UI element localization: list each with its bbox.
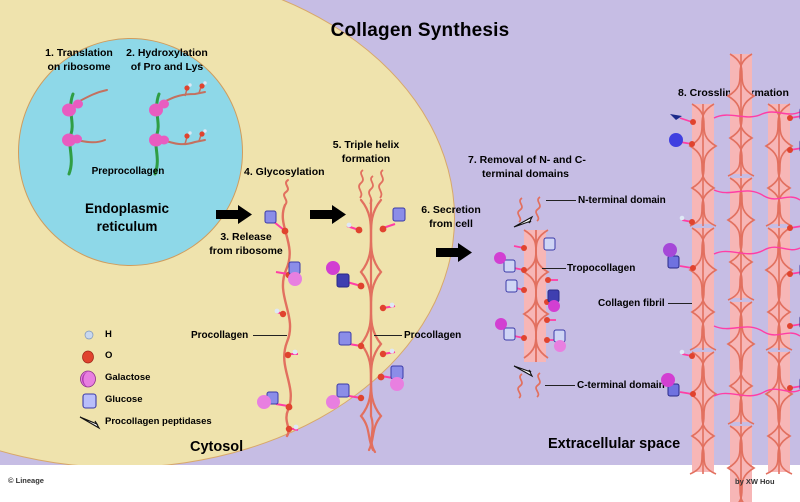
legend-label-glucose: Glucose: [105, 394, 143, 405]
extracellular-space-label: Extracellular space: [548, 436, 681, 452]
tropocollagen-label: Tropocollagen: [567, 263, 636, 274]
tropocollagen-leader: [542, 268, 566, 269]
legend-label-o: O: [105, 350, 113, 361]
step-3-label: 3. Release from ribosome: [209, 231, 283, 258]
cytosol-label: Cytosol: [190, 439, 244, 455]
step-5-label: 5. Triple helix formation: [332, 139, 400, 166]
tropocollagen-graphic: [494, 229, 566, 362]
step-2-label: 2. Hydroxylation of Pro and Lys: [126, 47, 208, 74]
glucose-square-icon: [82, 393, 97, 409]
preprocollagen-label: Preprocollagen: [91, 166, 165, 177]
c-terminal-domain-label: C-terminal domain: [577, 380, 665, 391]
preprocollagen-translation-graphic: [62, 89, 108, 176]
legend-label-galactose: Galactose: [105, 372, 151, 383]
step-6-arrow-icon: [436, 243, 472, 262]
hydrogen-sphere-icon: [84, 330, 94, 340]
page-title: Collagen Synthesis: [330, 20, 510, 41]
n-terminal-domain-label: N-terminal domain: [578, 195, 666, 206]
c-terminal-fragments-graphic: [517, 372, 541, 399]
copyright-notice: © Lineage: [8, 476, 44, 485]
footer-bar: [0, 465, 800, 502]
procollagen-single-strand-graphic: [257, 179, 302, 438]
step-7-label: 7. Removal of N- and C- terminal domains: [468, 154, 586, 181]
legend-label-h: H: [105, 329, 112, 340]
procollagen-peptidase-icon-top: [513, 215, 534, 228]
hydroxylation-graphic: [149, 81, 207, 176]
procollagen-peptidase-icon-bottom: [513, 365, 534, 378]
step-1-label: 1. Translation on ribosome: [45, 47, 113, 74]
collagen-fibril-leader: [668, 303, 698, 304]
endoplasmic-reticulum-label: Endoplasmic reticulum: [84, 201, 170, 235]
n-terminal-leader: [546, 200, 576, 201]
step-6-label: 6. Secretion from cell: [421, 204, 481, 231]
procollagen-right-label: Procollagen: [404, 330, 462, 341]
procollagen-left-leader: [253, 335, 287, 336]
n-terminal-fragments-graphic: [517, 196, 541, 223]
author-credit: by XW Hou: [735, 477, 775, 486]
c-terminal-leader: [545, 385, 575, 386]
step-5-arrow-icon: [310, 205, 346, 224]
triple-helix-graphic: [326, 169, 406, 454]
collagen-fibril-label: Collagen fibril: [598, 298, 665, 309]
collagen-fibril-crosslink-graphic: [661, 53, 800, 502]
galactose-hexagon-icon: [80, 370, 96, 388]
peptidase-wedge-icon: [79, 416, 101, 430]
oxygen-sphere-icon: [82, 350, 94, 364]
procollagen-left-label: Procollagen: [191, 330, 249, 341]
procollagen-right-leader: [374, 335, 402, 336]
legend-label-peptidases: Procollagen peptidases: [105, 416, 212, 427]
step-4-label: 4. Glycosylation: [244, 166, 325, 178]
endoplasmic-reticulum-shape: [18, 38, 243, 266]
step-3-arrow-icon: [216, 205, 252, 224]
